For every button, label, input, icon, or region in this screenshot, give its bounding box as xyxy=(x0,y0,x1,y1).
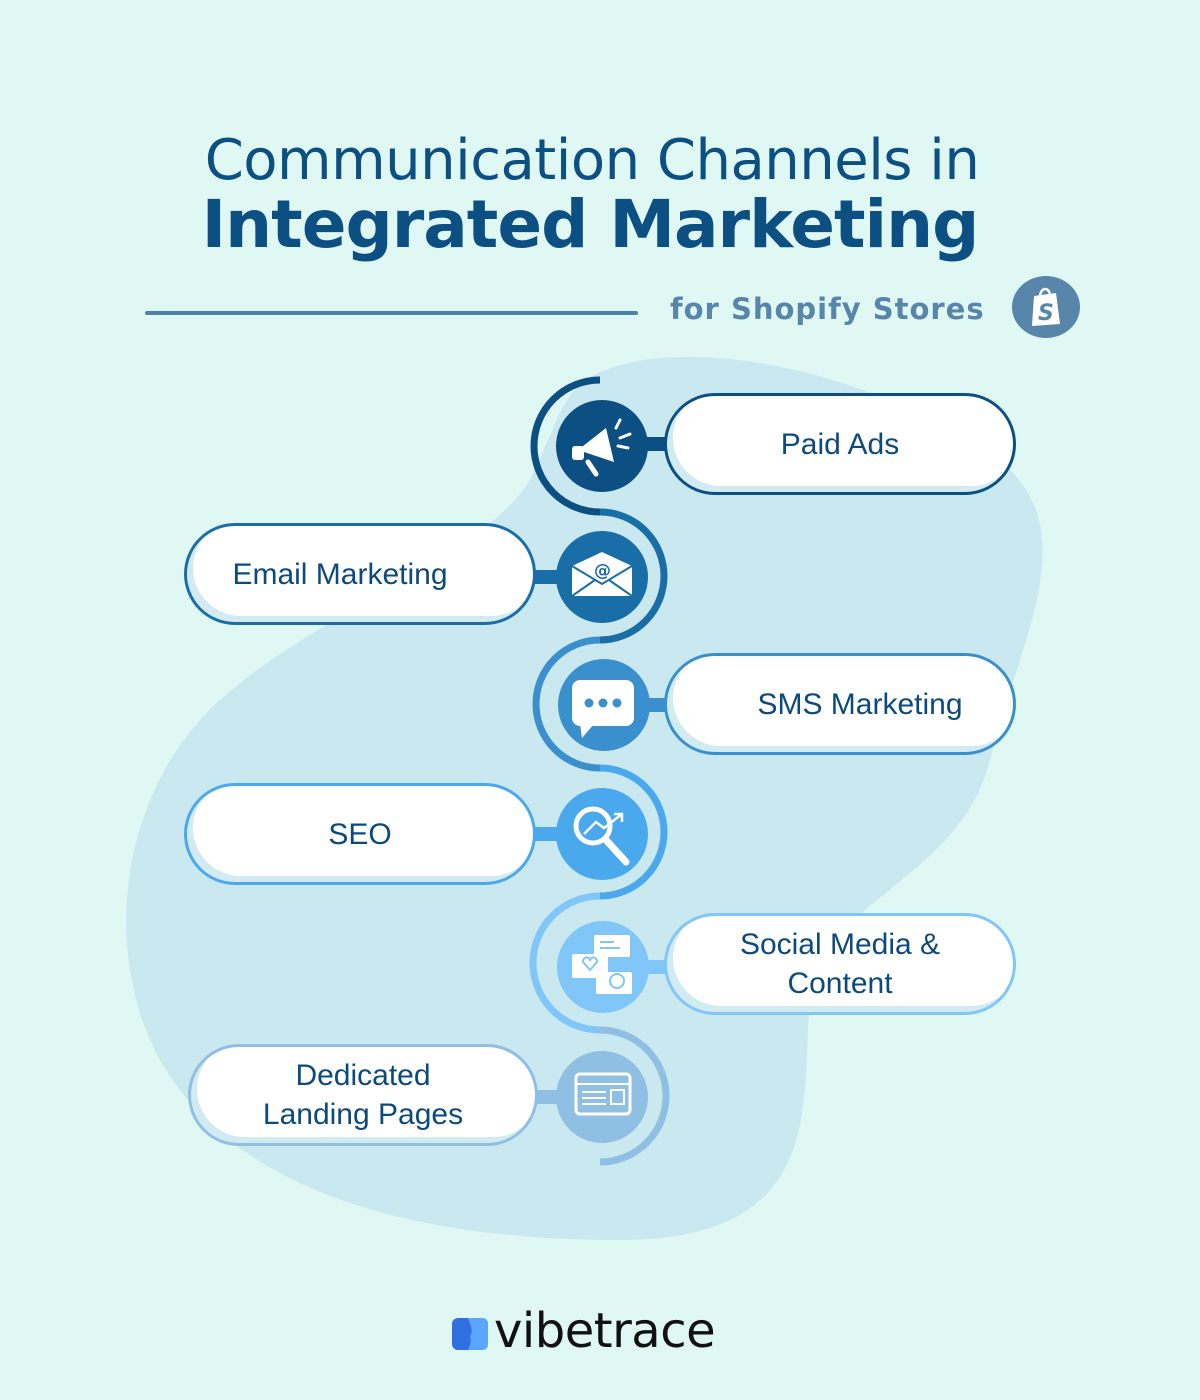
channel-card-seo: SEO xyxy=(184,783,536,885)
channel-card-sms-marketing: SMS Marketing xyxy=(664,653,1016,755)
channel-card-dedicated-landing-pages: Dedicated Landing Pages xyxy=(188,1044,538,1146)
channel-label: SEO xyxy=(328,817,392,851)
subtitle-divider xyxy=(145,311,638,315)
shopify-bag-icon: S xyxy=(1012,276,1080,338)
title-line-2: Integrated Marketing xyxy=(201,186,980,263)
svg-text:S: S xyxy=(1038,301,1054,326)
social-messages-icon xyxy=(557,921,649,1013)
vibetrace-logo: vibetrace xyxy=(452,1303,716,1359)
envelope-at-icon: @ xyxy=(556,531,648,623)
channel-label-line-1: Dedicated xyxy=(295,1059,431,1092)
channel-card-social-media-content: Social Media & Content xyxy=(664,913,1016,1015)
chat-bubble-icon xyxy=(558,659,650,751)
vibetrace-mark-icon xyxy=(452,1318,488,1350)
channel-label-line-2: Content xyxy=(787,967,893,1000)
magnifier-growth-icon xyxy=(556,788,648,880)
svg-text:@: @ xyxy=(594,561,611,581)
channel-label: Paid Ads xyxy=(780,427,900,461)
megaphone-icon xyxy=(556,400,648,492)
channel-label: SMS Marketing xyxy=(757,687,963,721)
title-line-1: Communication Channels in xyxy=(204,128,980,193)
channel-label-line-2: Landing Pages xyxy=(262,1098,464,1131)
channel-label-line-1: Social Media & xyxy=(739,928,941,961)
subtitle: for Shopify Stores xyxy=(670,292,985,326)
brand-name: vibetrace xyxy=(494,1303,716,1359)
channel-card-email-marketing: Email Marketing xyxy=(184,523,536,625)
channel-label: Email Marketing xyxy=(232,557,448,591)
channel-card-paid-ads: Paid Ads xyxy=(664,393,1016,495)
webpage-icon xyxy=(556,1051,648,1143)
